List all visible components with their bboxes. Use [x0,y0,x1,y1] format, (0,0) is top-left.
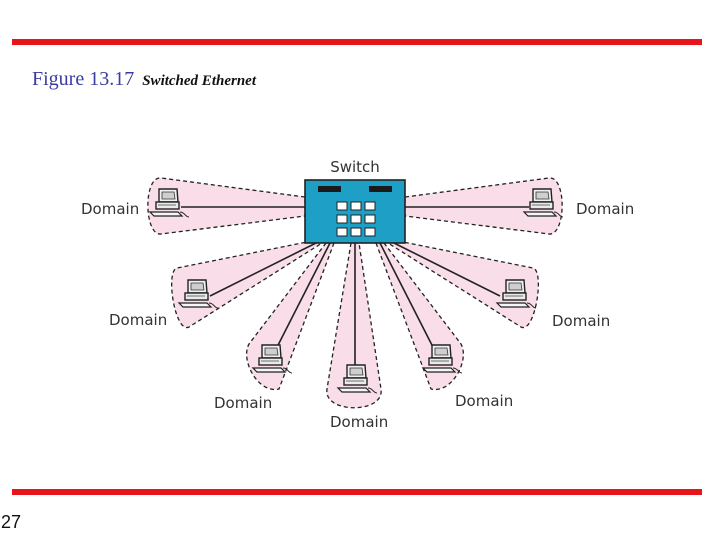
link-right-low [379,242,438,356]
domain-label-left-mid: Domain [109,311,167,329]
figure-number: Figure 13.17 [32,68,135,90]
switch-label: Switch [330,158,380,176]
top-rule [12,39,702,45]
link-left-mid [209,241,319,297]
domain-wedge-left-top [147,177,306,235]
domain-label-right-mid: Domain [552,312,610,330]
page-number: 27 [1,512,22,532]
domain-label-right-low: Domain [455,392,513,410]
switch [304,179,406,244]
domain-wedge-right-top [404,177,563,235]
bottom-rule [12,489,702,495]
domain-wedge-bottom [326,242,382,409]
figure-title: Figure 13.17 Switched Ethernet [32,68,256,91]
figure-caption: Switched Ethernet [142,73,256,89]
domain-label-right-top: Domain [576,200,634,218]
domain-label-bottom: Domain [330,413,388,431]
domain-label-left-low: Domain [214,394,272,412]
domain-labels: Domain Domain Domain Domain Domain Domai… [81,200,634,431]
domain-label-left-top: Domain [81,200,139,218]
link-right-mid [391,241,501,297]
ethernet-links [181,206,529,372]
link-left-low [272,242,331,356]
